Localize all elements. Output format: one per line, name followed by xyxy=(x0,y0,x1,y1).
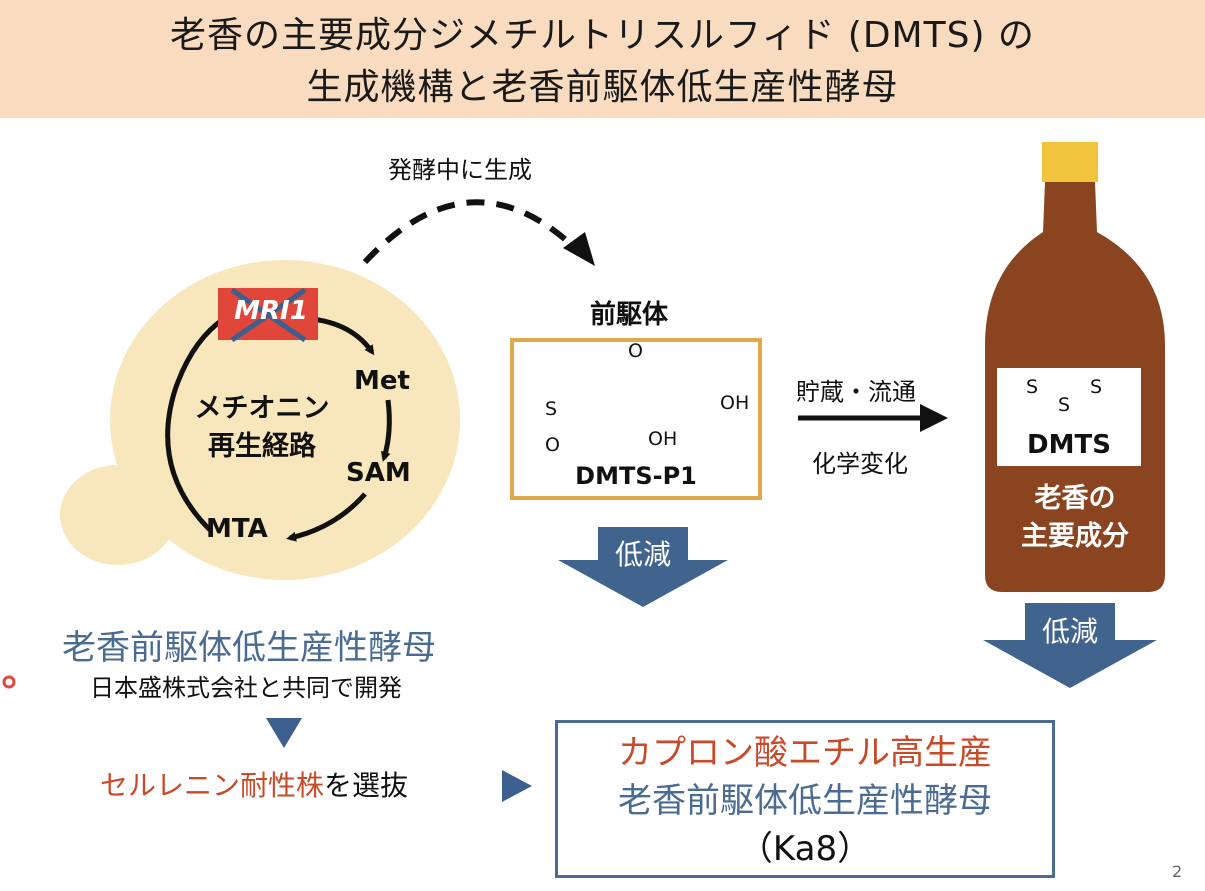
sam-label: SAM xyxy=(346,458,411,488)
storage-bottom-label: 化学変化 xyxy=(812,450,908,478)
mri1-gene-box xyxy=(218,287,318,343)
reduce-label-precursor: 低減 xyxy=(614,538,671,571)
mta-label: MTA xyxy=(206,514,268,544)
pathway-line-2: 再生経路 xyxy=(208,431,316,462)
result-box: カプロン酸エチル高生産 老香前駆体低生産性酵母 （Ka8） xyxy=(555,720,1055,878)
result-line-3: （Ka8） xyxy=(738,829,872,869)
dmts-name: DMTS xyxy=(1027,430,1111,460)
dmts-s3: S xyxy=(1090,376,1103,398)
yeast-cell xyxy=(60,260,460,580)
gene-label: MRI1 xyxy=(234,296,308,326)
result-line-1: カプロン酸エチル高生産 xyxy=(618,733,992,773)
pathway-line-1: メチオニン xyxy=(194,393,330,424)
atom-oh-bottom: OH xyxy=(648,428,678,450)
title-band xyxy=(0,0,1205,118)
storage-arrow xyxy=(798,404,948,432)
reduce-arrow-bottle xyxy=(983,603,1157,688)
fermentation-label: 発酵中に生成 xyxy=(388,156,532,184)
down-triangle xyxy=(266,718,302,748)
bottle-caption-line-2: 主要成分 xyxy=(1021,521,1129,552)
precursor-box xyxy=(510,338,762,500)
pathway-label: メチオニン 再生経路 xyxy=(172,390,352,466)
dmts-s1: S xyxy=(1026,376,1039,398)
page-number: 2 xyxy=(1172,862,1183,881)
strain-subtitle: 日本盛株式会社と共同で開発 xyxy=(90,674,402,702)
atom-oh-right: OH xyxy=(720,392,750,414)
atom-s: S xyxy=(545,398,558,420)
atom-o-bottom: O xyxy=(545,434,560,456)
right-triangle xyxy=(502,770,532,802)
met-label: Met xyxy=(354,366,410,396)
title-line-2: 生成機構と老香前駆体低生産性酵母 xyxy=(306,67,899,108)
dmts-s2: S xyxy=(1058,394,1071,416)
reduce-label-bottle: 低減 xyxy=(1041,615,1098,648)
atom-o-top: O xyxy=(628,340,643,362)
precursor-heading: 前駆体 xyxy=(590,300,669,330)
selection-red-part: セルレニン耐性株 xyxy=(100,769,325,802)
reduce-arrow-precursor xyxy=(558,527,728,607)
selection-black-part: を選抜 xyxy=(324,769,409,802)
selection-text: セルレニン耐性株を選抜 xyxy=(100,764,408,804)
precursor-name: DMTS-P1 xyxy=(575,462,697,490)
result-line-2: 老香前駆体低生産性酵母 xyxy=(618,781,992,821)
title-line-1: 老香の主要成分ジメチルトリスルフィド (DMTS) の xyxy=(170,15,1035,56)
fermentation-dashed-arrow xyxy=(362,199,595,266)
bottle-caption-line-1: 老香の xyxy=(1034,483,1116,514)
bottle-label xyxy=(997,368,1141,466)
storage-top-label: 貯蔵・流通 xyxy=(796,378,916,406)
strain-title: 老香前駆体低生産性酵母 xyxy=(62,628,436,668)
bottle-caption: 老香の 主要成分 xyxy=(985,480,1165,556)
pointer-dot xyxy=(2,675,16,689)
